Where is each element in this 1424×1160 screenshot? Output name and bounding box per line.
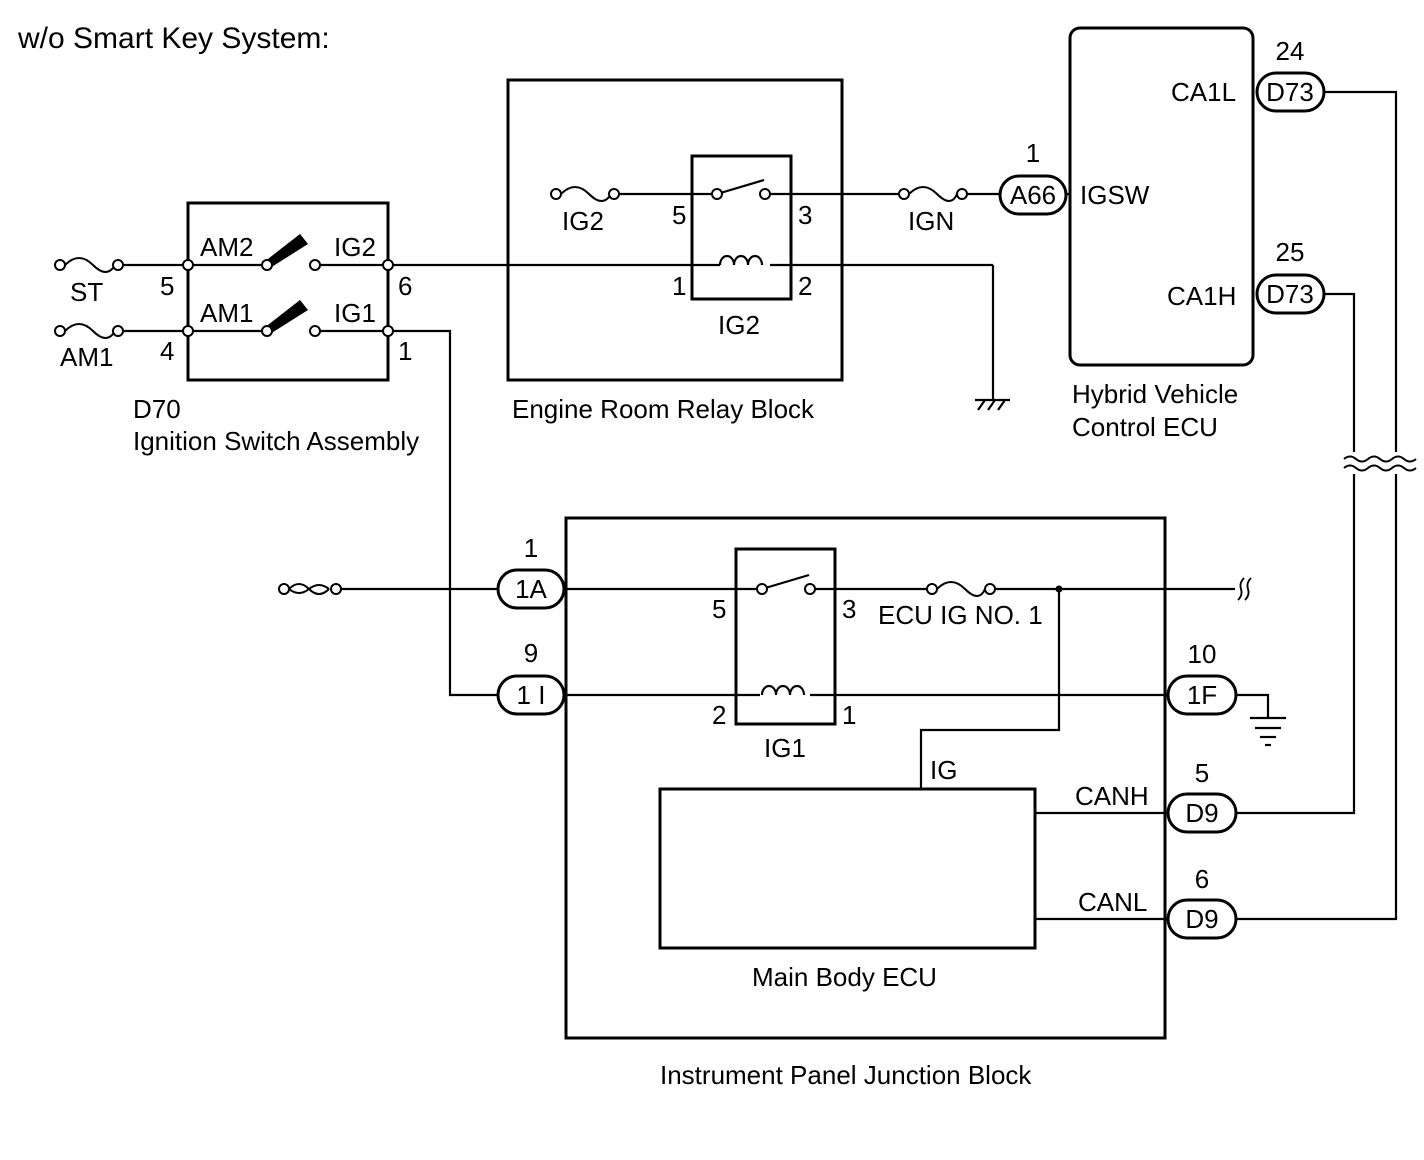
connector-code: A66	[1010, 180, 1056, 210]
fuse-st-label: ST	[70, 277, 103, 307]
connector-d9-canl: D9 6	[1166, 864, 1238, 940]
fuse-icon	[54, 323, 124, 339]
component-code: D70	[133, 394, 181, 424]
pin-label: 3	[798, 200, 812, 230]
component-name: Hybrid Vehicle	[1072, 379, 1238, 409]
contact-am1-label: AM1	[200, 298, 253, 328]
connector-pin: 25	[1276, 237, 1305, 267]
continuation-mark	[1237, 577, 1252, 601]
block-name: Engine Room Relay Block	[512, 394, 815, 424]
connector-code: D9	[1185, 798, 1218, 828]
ground-icon	[1250, 716, 1286, 747]
diagram-title: w/o Smart Key System:	[17, 22, 330, 55]
pin-label: 2	[798, 271, 812, 301]
terminal-ca1l-label: CA1L	[1171, 77, 1236, 107]
wire-break-marks	[1340, 452, 1417, 474]
fuse-ig2-label: IG2	[562, 206, 604, 236]
fuse-ecu-ig-label: ECU IG NO. 1	[878, 600, 1043, 630]
pin-label: 6	[398, 271, 412, 301]
contact-ig1-label: IG1	[334, 298, 376, 328]
connector-1f: 1F 10	[1166, 639, 1238, 716]
junction-dot	[1055, 585, 1063, 593]
connector-code: 1A	[515, 574, 547, 604]
pin-label: 1	[672, 271, 686, 301]
hybrid-vehicle-control-ecu: IGSW CA1L CA1H Hybrid Vehicle Control EC…	[1068, 26, 1255, 442]
connector-1i: 1 I 9	[496, 638, 566, 716]
fuse-icon	[926, 581, 996, 597]
ignition-switch-assembly: ST AM1 AM2 AM1 IG2 IG1 5 4 6 1 D70 Ignit…	[54, 201, 419, 456]
engine-room-relay-block: IG2 5 3 1 2 IG2 Engine Room Relay Block	[506, 78, 844, 424]
relay-coil-icon	[760, 684, 806, 696]
pin-label: 5	[672, 200, 686, 230]
pin-label: 2	[712, 700, 726, 730]
component-name: Main Body ECU	[752, 962, 937, 992]
terminal-canl-label: CANL	[1078, 887, 1147, 917]
pin-label: 1	[842, 700, 856, 730]
relay-ig1	[734, 547, 837, 726]
pin-label: 1	[398, 336, 412, 366]
connector-1a: 1A 1	[496, 533, 566, 610]
relay-name-label: IG2	[718, 310, 760, 340]
instrument-panel-junction-block: 5 3 2 1 IG1 ECU IG NO. 1 IG Instrument P…	[564, 516, 1167, 1090]
connector-pin: 24	[1276, 36, 1305, 66]
main-body-ecu: Main Body ECU CANH CANL	[658, 781, 1149, 992]
connector-d73-ca1h: D73 25	[1255, 237, 1326, 315]
switch-contact-icon	[261, 234, 321, 271]
chassis-ground-icon	[975, 398, 1010, 411]
pin-label: 5	[712, 594, 726, 624]
contact-ig2-label: IG2	[334, 232, 376, 262]
terminal-ca1h-label: CA1H	[1167, 281, 1236, 311]
connector-pin: 1	[524, 533, 538, 563]
terminal-canh-label: CANH	[1075, 781, 1149, 811]
connector-pin: 1	[1026, 138, 1040, 168]
terminal-igsw-label: IGSW	[1080, 180, 1150, 210]
fuse-icon	[550, 186, 620, 202]
connector-code: D73	[1266, 77, 1314, 107]
fuse-ign-label: IGN	[908, 206, 954, 236]
fuse-icon	[54, 257, 124, 273]
relay-name-label: IG1	[764, 733, 806, 763]
block-name: Instrument Panel Junction Block	[660, 1060, 1032, 1090]
fuse-am1-label: AM1	[60, 342, 113, 372]
pin-label: 5	[160, 271, 174, 301]
connector-a66: A66 1	[998, 138, 1068, 216]
connector-code: D9	[1185, 904, 1218, 934]
relay-switch-icon	[711, 178, 771, 200]
contact-am2-label: AM2	[200, 232, 253, 262]
connector-code: 1F	[1187, 680, 1217, 710]
relay-switch-icon	[756, 573, 816, 595]
connector-code: 1 I	[517, 680, 546, 710]
connector-pin: 6	[1195, 864, 1209, 894]
pin-label: 3	[842, 594, 856, 624]
relay-ig2	[690, 154, 793, 301]
connector-code: D73	[1266, 279, 1314, 309]
switch-contact-icon	[261, 300, 321, 337]
connector-pin: 10	[1188, 639, 1217, 669]
ig-terminal-label: IG	[930, 755, 957, 785]
component-name: Ignition Switch Assembly	[133, 426, 419, 456]
connector-d9-canh: D9 5	[1166, 758, 1238, 834]
fuse-icon	[898, 186, 968, 202]
fuse-icon	[278, 583, 342, 595]
connector-pin: 9	[524, 638, 538, 668]
relay-coil-icon	[718, 254, 764, 266]
pin-label: 4	[160, 336, 174, 366]
connector-pin: 5	[1195, 758, 1209, 788]
connector-d73-ca1l: D73 24	[1255, 36, 1326, 113]
component-name: Control ECU	[1072, 412, 1218, 442]
